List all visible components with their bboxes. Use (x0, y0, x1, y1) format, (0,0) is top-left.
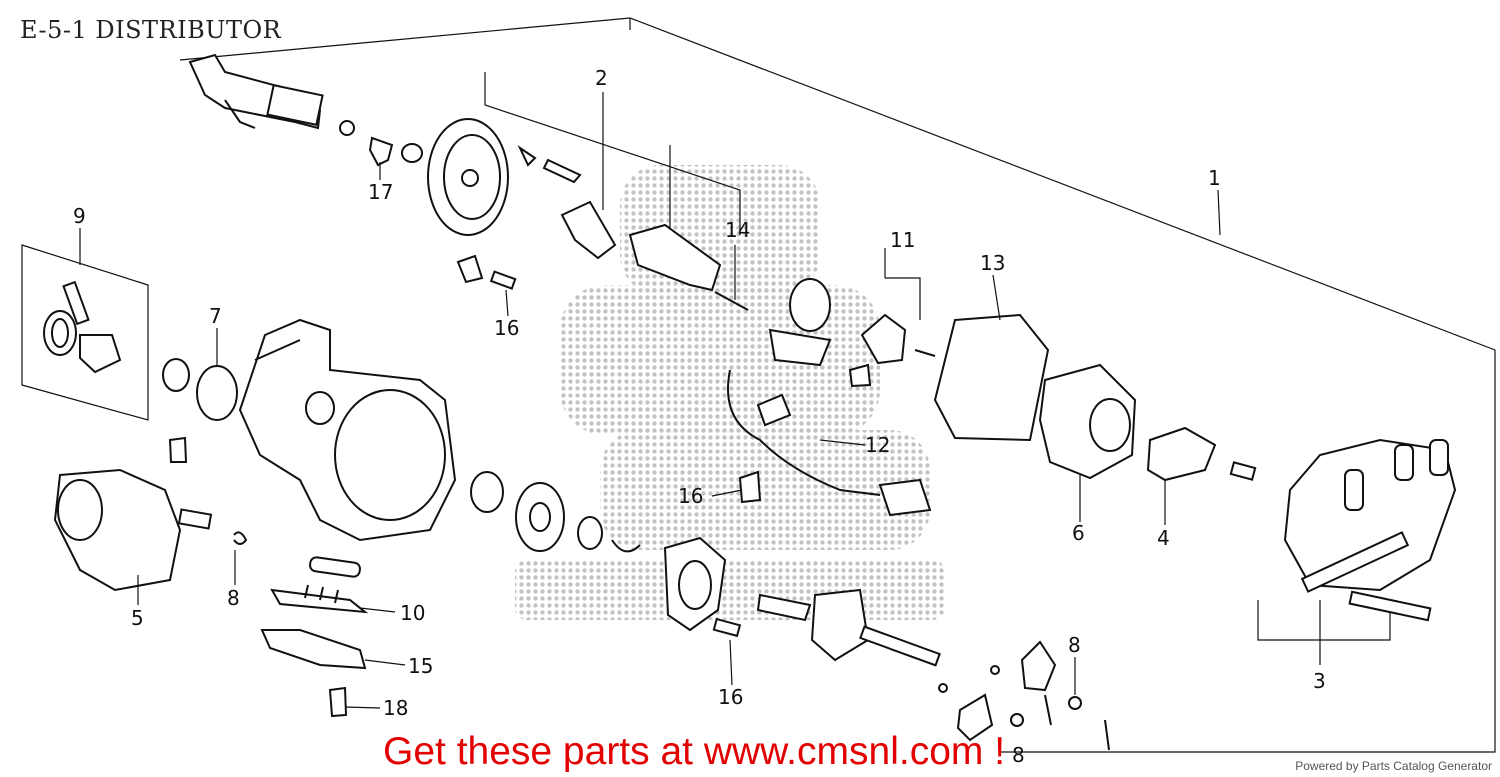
plate-14 (628, 223, 749, 311)
callout-2: 2 (595, 66, 608, 90)
vacuum-advance-rod (188, 53, 324, 130)
assembly-outline (179, 17, 1496, 753)
screw-18 (328, 686, 348, 718)
bracket-10 (270, 556, 369, 614)
seal-plate (663, 536, 742, 638)
governor-weights (938, 640, 1110, 751)
igniter-unit-5 (53, 436, 213, 592)
callout-12: 12 (865, 433, 890, 457)
callout-13: 13 (980, 251, 1005, 275)
distributor-housing (238, 318, 457, 542)
rotor-4 (1146, 426, 1217, 482)
pickup-coil-12 (727, 278, 932, 517)
callout-numbers: 1 2 3 4 5 6 7 8 8 8 9 10 11 12 13 14 15 … (73, 66, 1326, 767)
callout-9: 9 (73, 204, 86, 228)
callout-5: 5 (131, 606, 144, 630)
bearing-set (470, 471, 641, 553)
callout-17: 17 (368, 180, 393, 204)
callout-10: 10 (400, 601, 425, 625)
callout-8-bottom: 8 (1012, 743, 1025, 767)
clamp-16-top (456, 254, 517, 290)
diagram-title: E-5-1 DISTRIBUTOR (20, 16, 282, 44)
bracket-15 (260, 629, 367, 670)
clip-8-left (233, 531, 248, 545)
shaft-governor (756, 588, 941, 667)
plate-2 (560, 200, 617, 260)
cap-seal-6 (1038, 363, 1137, 480)
footer-credit: Powered by Parts Catalog Generator (1295, 759, 1492, 773)
bracket-14 (484, 72, 741, 235)
gasket-13 (933, 313, 1050, 442)
seal-kit-bracket (21, 244, 149, 421)
callout-8-left: 8 (227, 586, 240, 610)
callout-6: 6 (1072, 521, 1085, 545)
callout-15: 15 (408, 654, 433, 678)
callout-1: 1 (1208, 166, 1221, 190)
small-fasteners-17 (339, 120, 582, 184)
callout-16-middle: 16 (678, 484, 703, 508)
callout-16-bottom: 16 (718, 685, 743, 709)
bracket-3 (1257, 600, 1391, 641)
rotor-disc (427, 118, 509, 236)
distributor-cap-3 (1229, 438, 1457, 622)
seal-kit-9 (43, 280, 122, 374)
callout-18: 18 (383, 696, 408, 720)
callout-8-right: 8 (1068, 633, 1081, 657)
leader-lines (79, 92, 1321, 709)
promo-link-text[interactable]: Get these parts at www.cmsnl.com ! (383, 730, 1006, 773)
callout-14: 14 (725, 218, 750, 242)
callout-16-top: 16 (494, 316, 519, 340)
callout-4: 4 (1157, 526, 1170, 550)
o-ring-7 (162, 358, 238, 421)
callout-11: 11 (890, 228, 915, 252)
plate-11 (860, 277, 936, 365)
callout-7: 7 (209, 304, 222, 328)
callout-3: 3 (1313, 669, 1326, 693)
